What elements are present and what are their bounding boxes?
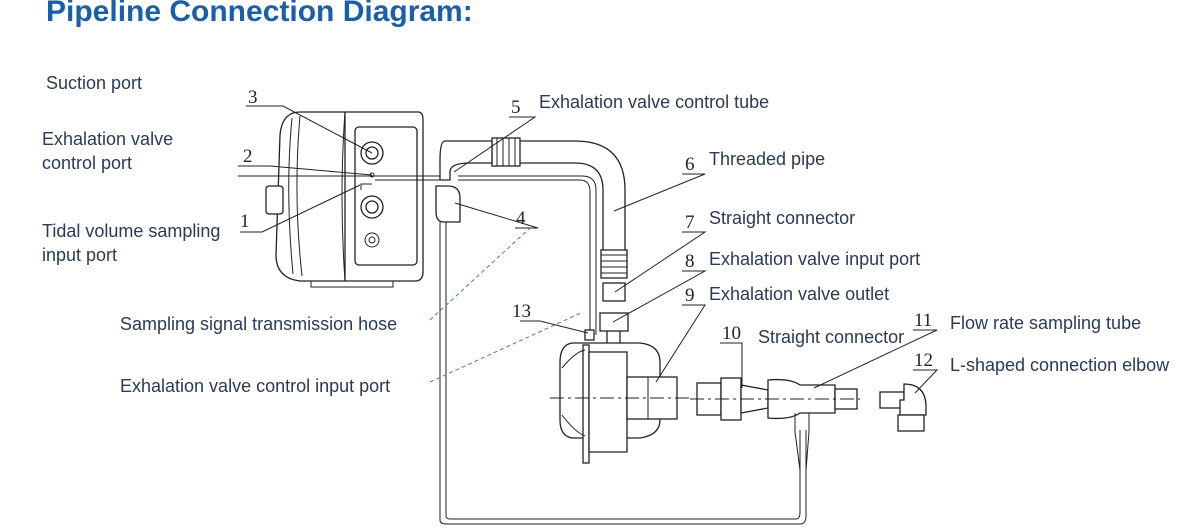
callout-number-10: 10	[722, 323, 741, 344]
callout-number-4: 4	[516, 208, 526, 229]
label-suction-port: Suction port	[46, 73, 142, 93]
label-exhalation-valve-input-port: Exhalation valve input port	[709, 249, 920, 269]
l-elbow-icon	[879, 383, 927, 432]
callout-number-8: 8	[685, 251, 695, 272]
ventilator-device-icon	[265, 111, 424, 288]
label-l-shaped-elbow: L-shaped connection elbow	[950, 355, 1170, 375]
callout-number-9: 9	[685, 285, 695, 306]
callout-number-12: 12	[914, 350, 933, 371]
callout-number-3: 3	[248, 87, 258, 108]
callout-number-6: 6	[685, 154, 695, 175]
label-straight-connector-7: Straight connector	[709, 208, 855, 228]
callout-number-2: 2	[243, 146, 253, 167]
label-exhalation-valve-outlet: Exhalation valve outlet	[709, 284, 889, 304]
label-exhalation-valve-control-port-2: control port	[42, 153, 132, 173]
label-sampling-signal-hose: Sampling signal transmission hose	[120, 314, 397, 334]
label-tidal-volume-2: input port	[42, 245, 117, 265]
label-straight-connector-10: Straight connector	[758, 327, 904, 347]
page-title: Pipeline Connection Diagram:	[46, 0, 473, 28]
label-exhalation-valve-control-input-port: Exhalation valve control input port	[120, 376, 390, 396]
callout-number-1: 1	[240, 211, 250, 232]
label-tidal-volume-1: Tidal volume sampling	[42, 221, 220, 241]
label-exhalation-valve-control-port-1: Exhalation valve	[42, 129, 173, 149]
callout-number-11: 11	[914, 310, 932, 331]
label-flow-rate-sampling-tube: Flow rate sampling tube	[950, 313, 1141, 333]
callout-number-13: 13	[512, 301, 531, 322]
callout-number-7: 7	[685, 212, 695, 233]
label-threaded-pipe: Threaded pipe	[709, 149, 825, 169]
exhalation-valve-icon	[559, 342, 678, 464]
callout-number-5: 5	[511, 97, 521, 118]
label-exhalation-valve-control-tube: Exhalation valve control tube	[539, 92, 769, 112]
